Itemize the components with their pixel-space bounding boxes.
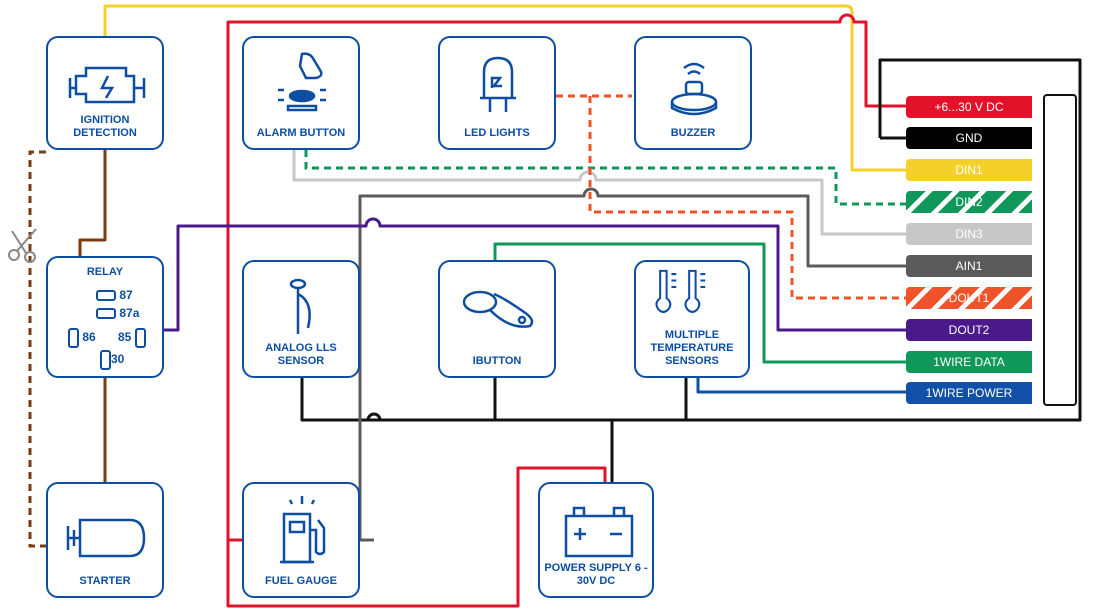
wire-din1 (103, 4, 906, 172)
battery-icon (564, 506, 634, 558)
wire-power-positive-lower (226, 36, 607, 608)
led-lights-box: LED LIGHTS (438, 36, 556, 150)
connector-pin-2: GND (906, 127, 1032, 149)
connector-pin-3: DIN1 (906, 159, 1032, 181)
alarm-button-box: ALARM BUTTON (242, 36, 360, 150)
relay-label: RELAY (86, 266, 124, 278)
analog-lls-sensor-label: ANALOG LLS SENSOR (265, 342, 337, 367)
connector-pin-4: DIN2 (906, 191, 1032, 213)
power-supply-box: POWER SUPPLY 6 - 30V DC (538, 482, 654, 598)
led-lights-label: LED LIGHTS (464, 127, 530, 139)
ibutton-box: IBUTTON (438, 260, 556, 378)
ignition-detection-box: IGNITION DETECTION (46, 36, 164, 150)
fuel-gauge-box: FUEL GAUGE (242, 482, 360, 598)
ibutton-label: IBUTTON (472, 355, 522, 367)
ignition-detection-label: IGNITION DETECTION (73, 114, 137, 139)
relay-pin-30: 30 (100, 350, 124, 370)
fuel-gauge-label: FUEL GAUGE (265, 575, 337, 587)
ibutton-key-icon (462, 290, 534, 328)
temperature-sensors-box: MULTIPLE TEMPERATURE SENSORS (634, 260, 750, 378)
connector-pin-1: +6...30 V DC (906, 96, 1032, 118)
connector-pin-7: DOUT1 (906, 287, 1032, 309)
led-icon (480, 56, 516, 112)
connector-pin-10: 1WIRE POWER (906, 382, 1032, 404)
connector-pin-5: DIN3 (906, 223, 1032, 245)
relay-pin-85: 85 (118, 328, 146, 348)
relay-pin-87a: 87a (96, 306, 139, 320)
scissors-icon (8, 228, 37, 263)
connector-pin-8: DOUT2 (906, 319, 1032, 341)
fuel-pump-icon (280, 496, 326, 564)
connector-block (1043, 94, 1077, 406)
relay-pin-87: 87 (96, 288, 133, 302)
push-button-icon (278, 52, 326, 112)
wire-1wire-power (696, 378, 906, 394)
wire-din3 (292, 150, 906, 236)
wire-power-positive (226, 13, 906, 108)
wire-ground (300, 58, 1082, 482)
wire-dout1-dashed (556, 94, 906, 300)
connector-pin-6: AIN1 (906, 255, 1032, 277)
wire-1wire-data (493, 242, 906, 364)
starter-label: STARTER (79, 575, 131, 587)
temperature-sensors-label: MULTIPLE TEMPERATURE SENSORS (650, 329, 734, 367)
buzzer-box: BUZZER (634, 36, 752, 150)
wire-starter-bypass-dashed (28, 150, 46, 548)
wire-dout2 (156, 217, 906, 332)
buzzer-label: BUZZER (670, 127, 716, 139)
starter-motor-icon (66, 518, 146, 558)
engine-icon (68, 66, 146, 104)
probe-sensor-icon (289, 278, 311, 334)
wire-ain1 (358, 187, 906, 542)
relay-pin-86: 86 (68, 328, 96, 348)
wire-din2-dashed (304, 150, 906, 206)
alarm-button-label: ALARM BUTTON (256, 127, 346, 139)
connector-pin-9: 1WIRE DATA (906, 351, 1032, 373)
thermometer-icon (655, 269, 706, 313)
analog-lls-sensor-box: ANALOG LLS SENSOR (242, 260, 360, 378)
starter-box: STARTER (46, 482, 164, 598)
buzzer-icon (670, 62, 718, 116)
relay-box: RELAY 87 87a 86 85 30 (46, 256, 164, 378)
power-supply-label: POWER SUPPLY 6 - 30V DC (544, 562, 648, 587)
